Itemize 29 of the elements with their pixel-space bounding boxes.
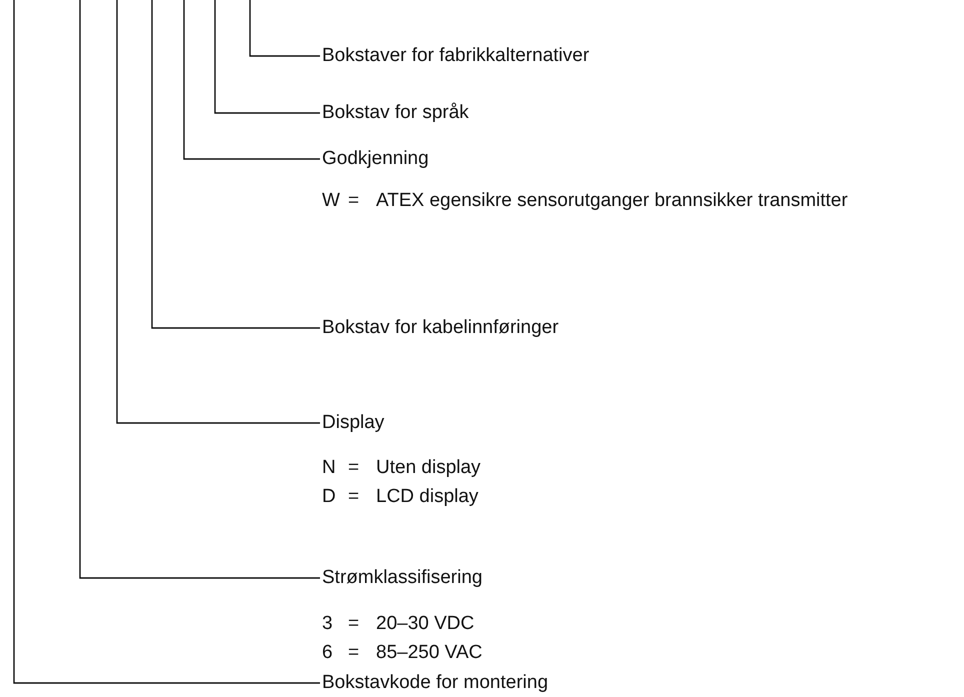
option-text: W <box>322 189 340 213</box>
option-text: = <box>348 641 360 665</box>
leader-line <box>13 0 320 684</box>
option-text: N <box>322 456 336 480</box>
heading-text: Display <box>322 410 384 436</box>
option-text: = <box>348 456 360 480</box>
option-text: LCD display <box>376 485 478 509</box>
option-text: = <box>348 485 360 509</box>
option-text: Uten display <box>376 456 481 480</box>
leader-line <box>183 0 320 160</box>
leader-line <box>214 0 320 114</box>
heading-text: Strømklassifisering <box>322 565 482 591</box>
option-text: = <box>348 612 360 636</box>
leader-line <box>249 0 320 57</box>
option-text: ATEX egensikre sensorutganger brannsikker transmitter <box>376 189 849 213</box>
option-text: D <box>322 485 336 509</box>
leader-line <box>79 0 320 579</box>
heading-text: Bokstav for språk <box>322 100 469 126</box>
option-text: 85–250 VAC <box>376 641 482 665</box>
heading-text: Bokstav for kabelinnføringer <box>322 315 559 341</box>
option-text: 6 <box>322 641 333 665</box>
heading-text: Bokstavkode for montering <box>322 670 548 696</box>
leader-line <box>116 0 320 424</box>
heading-text: Godkjenning <box>322 146 429 172</box>
option-text: 3 <box>322 612 333 636</box>
option-text: 20–30 VDC <box>376 612 474 636</box>
leader-line <box>151 0 320 329</box>
heading-text: Bokstaver for fabrikkalternativer <box>322 43 590 69</box>
option-text: = <box>348 189 360 213</box>
